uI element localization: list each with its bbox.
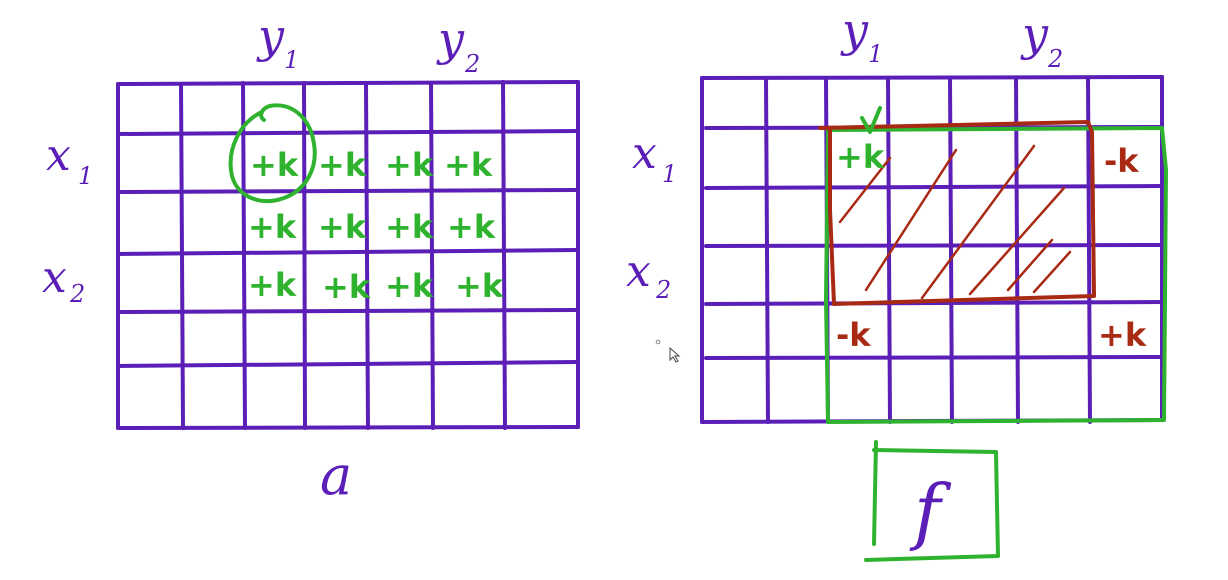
left-cell: +k <box>318 146 367 184</box>
right-row-label-x1: x 1 <box>632 128 677 188</box>
left-cell: +k <box>250 146 299 184</box>
right-corner-top-left: +k <box>836 138 885 176</box>
right-corner-top-right: -k <box>1104 142 1139 180</box>
left-row-label-x1: x 1 <box>46 130 93 190</box>
left-cell: +k <box>444 146 493 184</box>
right-check-mark <box>860 106 882 134</box>
right-col-label-y2-letter: y <box>1020 7 1049 61</box>
left-row-label-x1-sub: 1 <box>78 162 93 190</box>
left-grid <box>116 80 580 430</box>
left-highlight-circle <box>228 103 317 203</box>
right-col-label-y1: y 1 <box>840 3 883 68</box>
right-col-label-y2: y 2 <box>1020 7 1063 73</box>
left-cell: +k <box>385 146 434 184</box>
left-cell: +k <box>318 208 367 246</box>
left-col-label-y2-letter: y <box>436 12 465 66</box>
left-cell: +k <box>455 267 504 305</box>
left-cell: +k <box>322 268 371 306</box>
right-row-label-x1-letter: x <box>632 128 657 179</box>
right-caption-box <box>864 440 1000 562</box>
right-row-label-x2-sub: 2 <box>655 276 671 304</box>
left-col-label-y1: y 1 <box>256 9 299 74</box>
right-corner-bottom-left: -k <box>836 316 871 354</box>
left-col-label-y1-sub: 1 <box>284 46 299 74</box>
left-col-label-y2-sub: 2 <box>464 50 480 78</box>
left-row-label-x2-sub: 2 <box>69 280 85 308</box>
left-row-label-x1-letter: x <box>46 130 71 181</box>
right-green-region <box>824 126 1168 424</box>
left-caption: a <box>320 444 352 507</box>
left-cell: +k <box>447 208 496 246</box>
right-col-label-y1-sub: 1 <box>868 40 883 68</box>
left-cell: +k <box>385 208 434 246</box>
right-col-label-y2-sub: 2 <box>1047 45 1063 73</box>
right-corner-bottom-right: +k <box>1098 316 1147 354</box>
right-row-label-x2-letter: x <box>626 246 651 297</box>
left-cell: +k <box>248 208 297 246</box>
left-row-label-x2-letter: x <box>42 252 67 303</box>
left-cell: +k <box>248 266 297 304</box>
right-row-label-x2: x 2 <box>626 246 671 304</box>
right-col-label-y1-letter: y <box>840 3 869 57</box>
left-col-label-y2: y 2 <box>436 12 480 78</box>
left-row-label-x2: x 2 <box>42 252 85 308</box>
left-col-label-y1-letter: y <box>256 9 285 63</box>
right-red-hatching <box>838 144 1072 300</box>
right-row-label-x1-sub: 1 <box>662 160 677 188</box>
cursor-icon <box>655 339 681 363</box>
left-cell-values: +k +k +k +k +k +k +k +k +k +k +k +k <box>248 146 504 306</box>
right-red-region <box>818 120 1096 306</box>
left-cell: +k <box>385 267 434 305</box>
